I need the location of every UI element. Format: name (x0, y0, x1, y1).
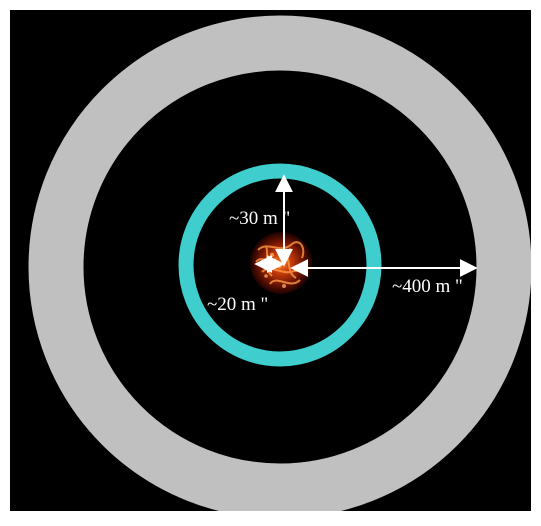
ring-radius-label: ~30 m " (229, 208, 290, 229)
inner-radius-label: ~20 m " (207, 294, 268, 315)
outer-ring (28, 15, 531, 511)
outer-radius-label: ~400 m " (392, 276, 463, 297)
